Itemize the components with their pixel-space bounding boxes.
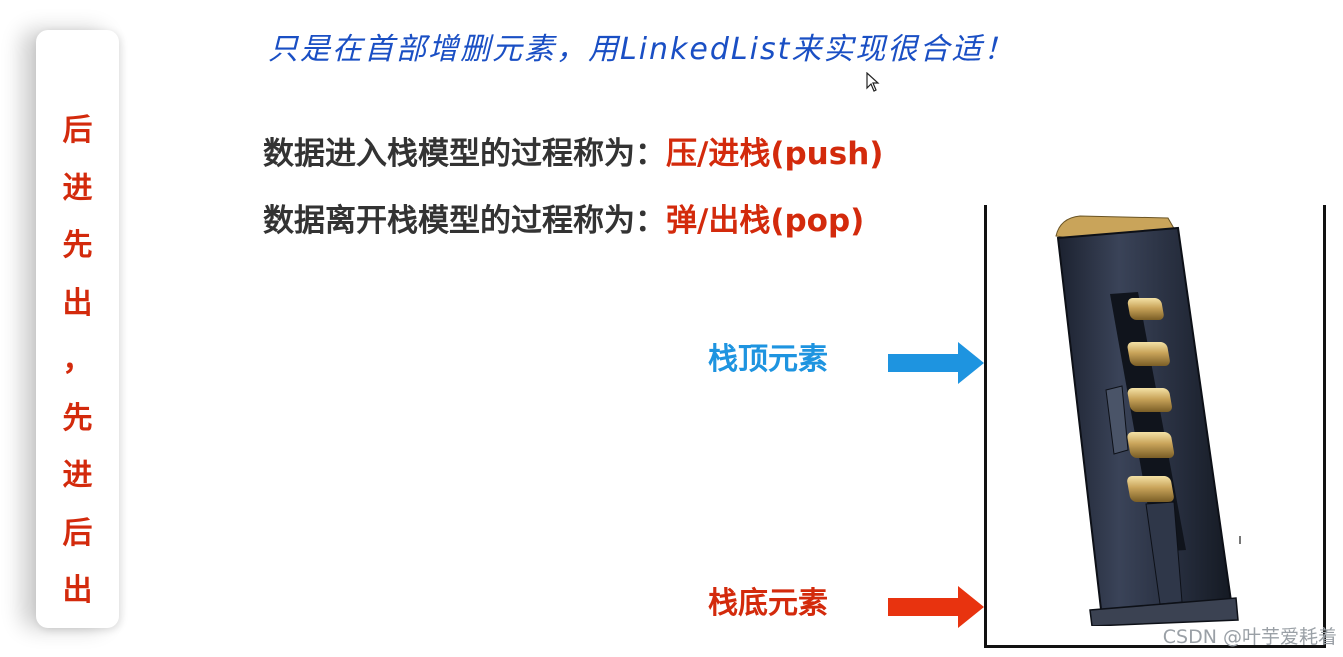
banner-char: 进 bbox=[62, 170, 93, 206]
stack-container bbox=[984, 205, 1326, 648]
right-arrow-icon bbox=[888, 342, 984, 384]
watermark: CSDN @叶芋爱耗着 bbox=[1162, 626, 1337, 648]
banner-char: ， bbox=[62, 343, 93, 378]
right-arrow-icon bbox=[888, 586, 984, 628]
small-tick-mark bbox=[1239, 536, 1241, 544]
banner-char: 后 bbox=[62, 113, 93, 148]
push-description-prefix: 数据进入栈模型的过程称为： bbox=[263, 136, 666, 172]
left-vertical-banner: 后 进 先 出 ， 先 进 后 出 bbox=[36, 30, 119, 628]
banner-char: 先 bbox=[62, 228, 93, 263]
banner-char: 出 bbox=[62, 573, 93, 608]
pop-description: 数据离开栈模型的过程称为：弹/出栈(pop) bbox=[263, 195, 864, 240]
banner-char: 出 bbox=[62, 285, 93, 321]
banner-char: 先 bbox=[62, 400, 93, 436]
pistol-magazine-icon bbox=[1055, 215, 1239, 626]
banner-char: 后 bbox=[62, 515, 93, 551]
banner-characters: 后 进 先 出 ， 先 进 后 出 bbox=[36, 116, 119, 634]
pop-description-prefix: 数据离开栈模型的过程称为： bbox=[263, 203, 666, 239]
pop-term: 弹/出栈(pop) bbox=[666, 203, 865, 239]
stack-bottom-label: 栈底元素 bbox=[708, 586, 828, 621]
mouse-cursor-icon bbox=[866, 72, 880, 92]
stack-top-label: 栈顶元素 bbox=[708, 342, 828, 377]
top-note: 只是在首部增删元素，用LinkedList来实现很合适！ bbox=[268, 32, 1016, 67]
push-term: 压/进栈(push) bbox=[666, 136, 884, 172]
banner-char: 进 bbox=[62, 458, 93, 493]
push-description: 数据进入栈模型的过程称为：压/进栈(push) bbox=[263, 128, 883, 173]
